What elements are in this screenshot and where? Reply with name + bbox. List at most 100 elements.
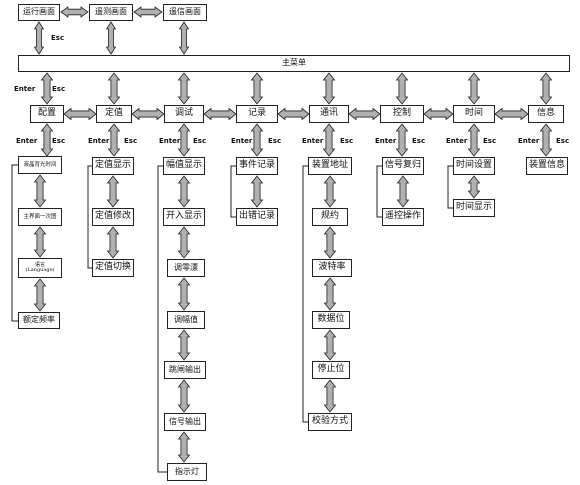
menu-config: 配置 — [30, 105, 64, 123]
config-frequency-box: 额定频率 — [18, 312, 60, 329]
vertical-arrow — [467, 123, 481, 157]
vertical-arrow — [178, 21, 190, 55]
config-return-line — [11, 164, 18, 322]
esc-label: Esc — [483, 137, 497, 145]
vertical-arrow — [322, 72, 336, 105]
vertical-arrow — [33, 278, 47, 312]
vertical-arrow — [177, 226, 191, 259]
menu-debug: 调试 — [164, 105, 204, 123]
enter-label: Enter — [14, 85, 36, 93]
enter-label: Enter — [375, 137, 397, 145]
enter-label: Enter — [446, 137, 468, 145]
setting-return-line — [87, 165, 92, 269]
vertical-arrow — [33, 174, 47, 208]
vertical-arrow — [106, 226, 120, 259]
esc-label: Esc — [412, 137, 426, 145]
record-return-line — [230, 165, 236, 218]
vertical-arrow — [467, 72, 481, 105]
control-return-line — [376, 165, 382, 218]
comm-parity-box: 校验方式 — [308, 413, 352, 431]
vertical-arrow — [323, 277, 337, 311]
debug-trip-output-box: 跳闸输出 — [164, 361, 206, 379]
esc-label: Esc — [340, 137, 354, 145]
vertical-arrow — [323, 226, 337, 259]
telemeasure-screen-box: 遥测画面 — [89, 4, 133, 21]
config-main-screen-box: 主界面一次图 — [18, 208, 62, 226]
vertical-arrow — [107, 123, 121, 157]
vertical-arrow — [177, 329, 191, 361]
setting-display-box: 定值显示 — [92, 157, 134, 175]
horizontal-arrow — [60, 6, 89, 18]
debug-input-display-box: 开入显示 — [163, 208, 205, 226]
top-esc-label: Esc — [51, 34, 65, 42]
vertical-arrow — [33, 21, 45, 55]
vertical-arrow — [467, 175, 481, 199]
config-language-label: 语言 — [34, 261, 45, 268]
esc-label: Esc — [556, 137, 570, 145]
vertical-arrow — [250, 175, 264, 208]
vertical-arrow — [40, 72, 54, 105]
control-remote-op-box: 遥控操作 — [382, 208, 424, 226]
comm-address-box: 装置地址 — [308, 157, 352, 175]
vertical-arrow — [323, 379, 337, 413]
vertical-arrow — [177, 379, 191, 413]
control-reset-box: 信号复归 — [382, 157, 424, 175]
vertical-arrow — [322, 123, 336, 157]
esc-label: Esc — [52, 85, 66, 93]
debug-return-line — [157, 165, 167, 473]
menu-setting: 定值 — [96, 105, 132, 123]
esc-label: Esc — [268, 137, 282, 145]
horizontal-arrow — [423, 107, 454, 121]
vertical-arrow — [107, 72, 121, 105]
enter-label: Enter — [16, 137, 38, 145]
horizontal-arrow — [133, 6, 163, 18]
vertical-arrow — [33, 226, 47, 258]
comm-protocol-box: 规约 — [312, 208, 348, 226]
run-screen-box: 运行画面 — [18, 4, 60, 21]
config-backlight-box: 液晶背光时间 — [18, 156, 62, 174]
debug-amplitude-display-box: 幅值显示 — [163, 157, 205, 175]
menu-info: 信息 — [528, 105, 564, 123]
esc-label: Esc — [52, 137, 66, 145]
menu-control: 控制 — [380, 105, 424, 123]
setting-modify-box: 定值修改 — [92, 208, 134, 226]
menu-comm: 通讯 — [309, 105, 349, 123]
horizontal-arrow — [348, 107, 381, 121]
vertical-arrow — [177, 277, 191, 311]
vertical-arrow — [250, 72, 264, 105]
horizontal-arrow — [203, 107, 237, 121]
debug-amplitude-adjust-box: 调幅值 — [167, 311, 205, 329]
time-return-line — [447, 165, 453, 209]
esc-label: Esc — [193, 137, 207, 145]
record-error-box: 出错记录 — [236, 208, 278, 226]
vertical-arrow — [323, 329, 337, 361]
time-display-box: 时间显示 — [453, 199, 495, 217]
time-set-box: 时间设置 — [453, 157, 495, 175]
vertical-arrow — [177, 123, 191, 157]
telecom-screen-box: 遥信画面 — [163, 4, 207, 21]
horizontal-arrow — [63, 107, 97, 121]
horizontal-arrow — [131, 107, 165, 121]
info-device-box: 装置信息 — [526, 157, 568, 175]
vertical-arrow — [539, 72, 553, 105]
debug-signal-output-box: 信号输出 — [164, 413, 206, 431]
vertical-arrow — [395, 72, 409, 105]
vertical-arrow — [177, 431, 191, 463]
enter-label: Enter — [88, 137, 110, 145]
enter-label: Enter — [231, 137, 253, 145]
vertical-arrow — [106, 175, 120, 208]
vertical-arrow — [105, 21, 117, 55]
vertical-arrow — [250, 123, 264, 157]
vertical-arrow — [177, 72, 191, 105]
vertical-arrow — [40, 123, 54, 157]
vertical-arrow — [323, 175, 337, 208]
enter-label: Enter — [159, 137, 181, 145]
vertical-arrow — [539, 123, 553, 157]
setting-switch-box: 定值切换 — [92, 259, 134, 277]
comm-databits-box: 数据位 — [312, 311, 350, 329]
enter-label: Enter — [518, 137, 540, 145]
config-language-sub-label: (Language) — [25, 267, 55, 273]
esc-label: Esc — [124, 137, 138, 145]
